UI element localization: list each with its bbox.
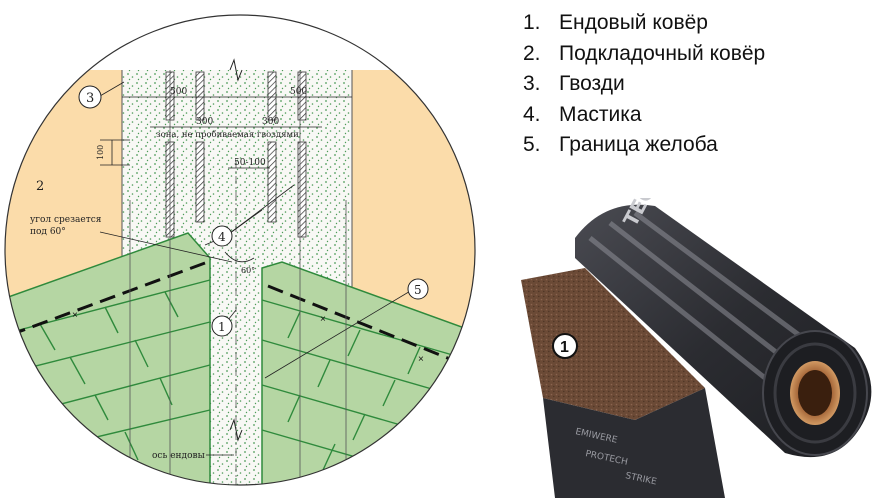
svg-text:×: × <box>418 354 424 365</box>
legend-item-2: 2.Подкладочный ковёр <box>523 41 766 65</box>
legend-item-1: 1.Ендовый ковёр <box>523 11 708 35</box>
svg-text:1: 1 <box>218 320 226 334</box>
svg-text:4: 4 <box>218 230 226 244</box>
callout-2: 2 <box>36 179 44 194</box>
nail-line-left <box>9 261 206 337</box>
dim-left-500: 500 <box>170 87 187 97</box>
legend-item-5: 5.Граница желоба <box>523 133 718 157</box>
svg-text:1: 1 <box>560 339 569 356</box>
dim-right-300: 300 <box>262 117 279 127</box>
underlay-right <box>352 70 475 330</box>
legend-label: Подкладочный ковёр <box>559 41 766 65</box>
svg-text:×: × <box>320 314 326 325</box>
legend-item-4: 4.Мастика <box>523 102 642 126</box>
roll-photo: EMIWERE PROTECH STRIKE TEGOLA 1 <box>521 198 872 498</box>
callout-4: 4 <box>211 225 233 247</box>
dim-100: 100 <box>96 145 105 160</box>
valley-diagram: × × × <box>4 14 476 486</box>
legend-label: Гвозди <box>559 72 625 96</box>
legend-item-3: 3.Гвозди <box>523 72 625 96</box>
photo-callout-1: 1 <box>552 333 578 359</box>
svg-text:×: × <box>72 310 78 321</box>
legend-list: 1.Ендовый ковёр 2.Подкладочный ковёр 3.Г… <box>523 8 765 161</box>
legend-label: Граница желоба <box>559 133 718 157</box>
dim-50-100: 50-100 <box>234 158 266 168</box>
dim-right-500: 500 <box>290 87 307 97</box>
legend-label: Мастика <box>559 102 642 126</box>
angle-note-line2: под 60° <box>30 227 66 237</box>
axis-label: ось ендовы <box>152 451 205 461</box>
svg-text:5: 5 <box>414 283 422 297</box>
callout-5: 5 <box>407 278 429 300</box>
angle-note-line1: угол срезается <box>30 215 102 225</box>
svg-text:3: 3 <box>86 91 94 106</box>
granule-sheet <box>521 268 705 420</box>
legend-label: Ендовый ковёр <box>559 11 708 35</box>
dim-left-300: 300 <box>196 117 213 127</box>
callout-1: 1 <box>211 315 233 337</box>
zone-text: зона, не пробиваемая гвоздями <box>156 129 299 140</box>
callout-3: 3 <box>78 85 102 109</box>
angle-60: 60° <box>241 266 255 275</box>
